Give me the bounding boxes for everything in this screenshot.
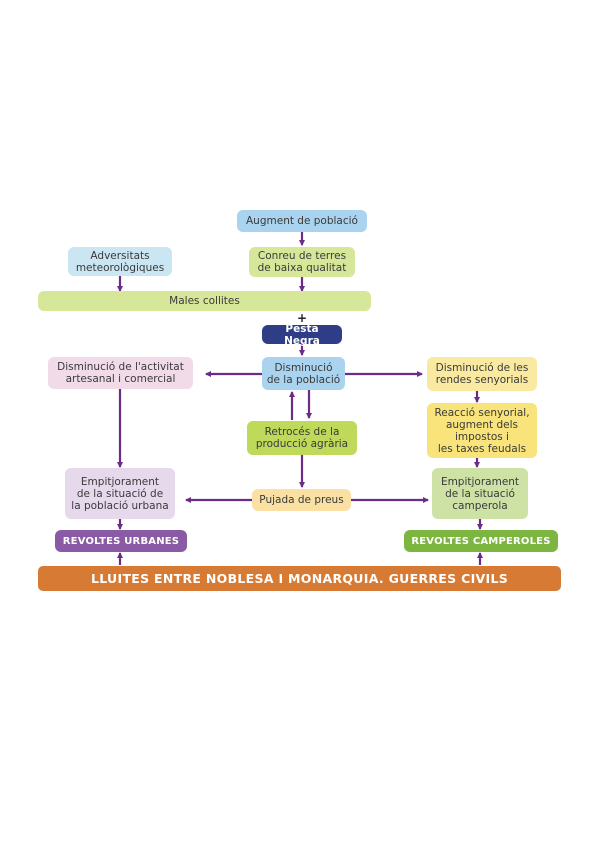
node-reaccio-senyorial: Reacció senyorial, augment dels impostos… (427, 403, 537, 458)
node-males-collites: Males collites (38, 291, 371, 311)
node-disminucio-poblacio: Disminució de la població (262, 357, 345, 390)
node-lluites-noblesa-monarquia: LLUITES ENTRE NOBLESA I MONARQUIA. GUERR… (38, 566, 561, 591)
node-revoltes-camperoles: REVOLTES CAMPEROLES (404, 530, 558, 552)
node-pujada-preus: Pujada de preus (252, 489, 351, 511)
node-conreu-terres: Conreu de terres de baixa qualitat (249, 247, 355, 277)
node-adversitats: Adversitats meteorològiques (68, 247, 172, 276)
node-revoltes-urbanes: REVOLTES URBANES (55, 530, 187, 552)
node-empitjorament-camperola: Empitjorament de la situació camperola (432, 468, 528, 519)
node-disminucio-activitat: Disminució de l'activitat artesanal i co… (48, 357, 193, 389)
node-pesta-negra: Pesta Negra (262, 323, 342, 347)
node-augment-poblacio: Augment de població (237, 210, 367, 232)
node-retroces-produccio: Retrocés de la producció agrària (247, 421, 357, 455)
node-disminucio-rendes: Disminució de les rendes senyorials (427, 357, 537, 391)
plus-sign: + (297, 311, 308, 325)
node-empitjorament-urbana: Empitjorament de la situació de la pobla… (65, 468, 175, 519)
